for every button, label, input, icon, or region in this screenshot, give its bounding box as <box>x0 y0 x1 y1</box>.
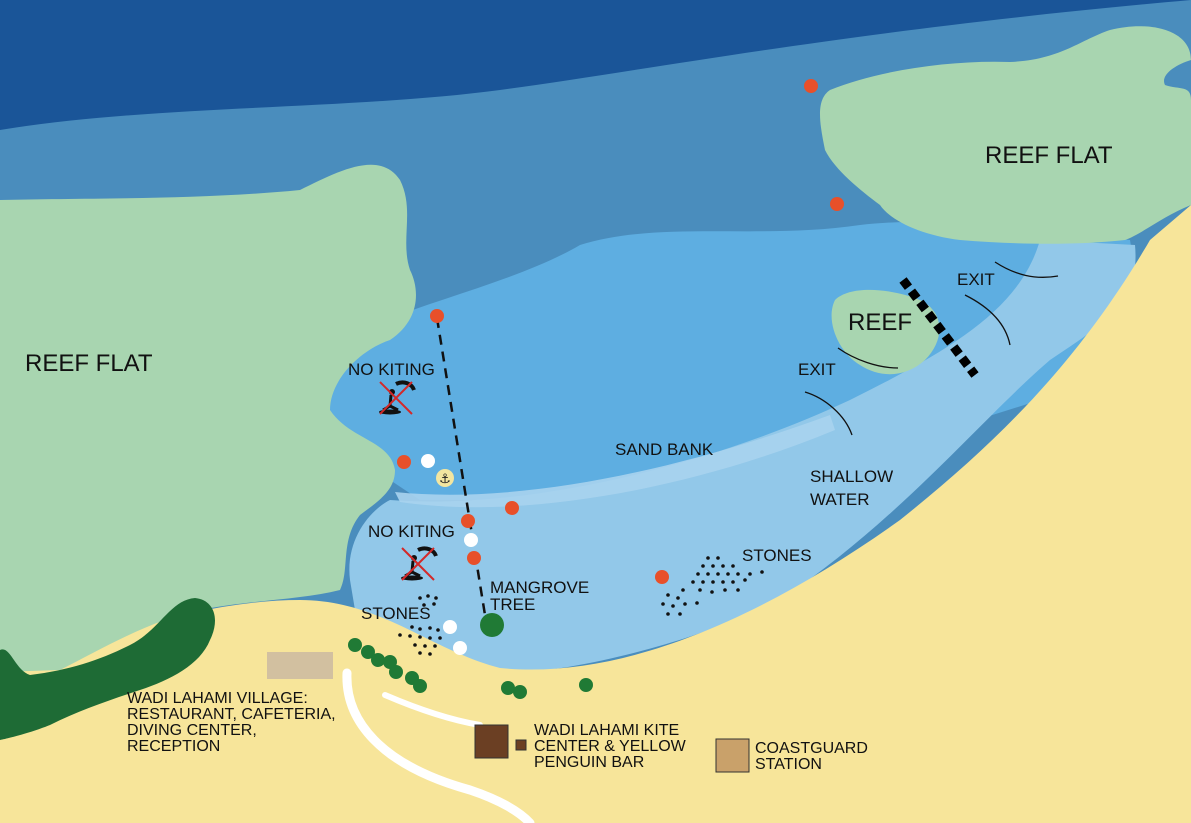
stones-right <box>661 556 764 616</box>
orange-buoys <box>397 79 844 584</box>
road-main <box>342 668 535 823</box>
label-reef: REEF <box>848 309 912 336</box>
label-shallow-water-1: SHALLOW <box>810 467 893 486</box>
exit-line-2 <box>964 294 1011 346</box>
label-sand-bank: SAND BANK <box>615 440 714 459</box>
road-branch <box>382 692 483 728</box>
no-kiting-icon <box>379 380 416 415</box>
label-kite-center-3: PENGUIN BAR <box>534 754 644 771</box>
label-village-4: RECEPTION <box>127 738 220 755</box>
label-coastguard-2: STATION <box>755 756 822 773</box>
label-no-kiting-top: NO KITING <box>348 360 435 379</box>
exit-line-3 <box>837 347 899 369</box>
label-coastguard-1: COASTGUARD <box>755 740 868 757</box>
reef-flat-left <box>0 164 416 672</box>
label-stones-left: STONES <box>361 604 431 623</box>
label-kite-center-2: CENTER & YELLOW <box>534 738 687 755</box>
white-buoy <box>464 533 478 547</box>
white-buoy <box>443 620 457 634</box>
exit-line-4 <box>804 391 853 436</box>
beach-trees <box>348 638 593 699</box>
label-shallow-water-2: WATER <box>810 490 870 509</box>
orange-buoy <box>830 197 844 211</box>
penguin-bar-building <box>515 739 527 751</box>
white-buoys <box>421 454 478 655</box>
label-exit-mid: EXIT <box>798 360 836 379</box>
label-no-kiting-bottom: NO KITING <box>368 522 455 541</box>
label-exit-top: EXIT <box>957 270 995 289</box>
svg-text:⚓: ⚓ <box>439 472 451 487</box>
sand-bank-streak <box>395 415 835 508</box>
exit-line-1 <box>994 261 1059 278</box>
label-mangrove-tree-1: MANGROVE <box>490 578 589 597</box>
village-building <box>267 652 333 679</box>
label-reef-flat-left: REEF FLAT <box>25 350 153 377</box>
label-reef-flat-right: REEF FLAT <box>985 142 1113 169</box>
coastguard-building <box>715 738 750 773</box>
orange-buoy <box>505 501 519 515</box>
orange-buoy <box>430 309 444 323</box>
reef-barrier <box>899 277 979 378</box>
stones-left <box>398 594 442 656</box>
label-mangrove-tree-2: TREE <box>490 595 535 614</box>
orange-buoy <box>461 514 475 528</box>
orange-buoy <box>804 79 818 93</box>
orange-buoy <box>467 551 481 565</box>
kite-center-building <box>474 724 509 759</box>
orange-buoy <box>655 570 669 584</box>
white-buoy <box>453 641 467 655</box>
reef-flat-right <box>820 26 1191 244</box>
orange-buoy <box>397 455 411 469</box>
label-stones-right: STONES <box>742 546 812 565</box>
anchor-icon: ⚓ <box>436 469 454 487</box>
label-village-3: DIVING CENTER, <box>127 722 257 739</box>
mangrove-tree <box>480 613 504 637</box>
label-village-1: WADI LAHAMI VILLAGE: <box>127 690 308 707</box>
label-village-2: RESTAURANT, CAFETERIA, <box>127 706 336 723</box>
mangrove-forest <box>0 598 215 740</box>
reef-island <box>831 289 940 375</box>
label-kite-center-1: WADI LAHAMI KITE <box>534 722 679 739</box>
no-kiting-icon <box>401 546 438 581</box>
white-buoy <box>421 454 435 468</box>
